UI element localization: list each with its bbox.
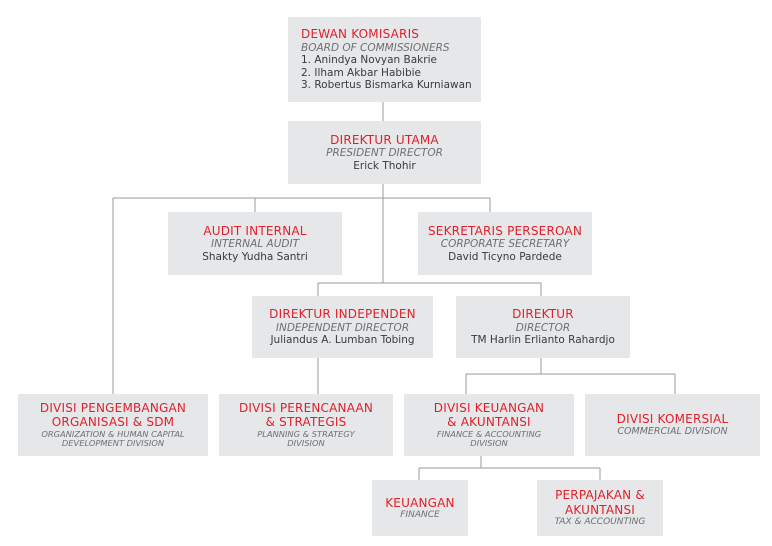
president-title: DIREKTUR UTAMA bbox=[330, 132, 439, 147]
board-subtitle: BOARD OF COMMISSIONERS bbox=[301, 41, 450, 54]
internal-audit-box: AUDIT INTERNAL INTERNAL AUDIT Shakty Yud… bbox=[168, 212, 342, 275]
independent-director-box: DIREKTUR INDEPENDEN INDEPENDENT DIRECTOR… bbox=[252, 296, 433, 358]
plan-division-subtitle-line: DIVISION bbox=[287, 438, 325, 449]
board-member: 1. Anindya Novyan Bakrie bbox=[301, 54, 437, 67]
plan-division-title-line: DIVISI PERENCANAAN bbox=[238, 401, 374, 416]
org-division-title-line: ORGANISASI & SDM bbox=[51, 415, 175, 430]
director-title: DIREKTUR bbox=[512, 307, 574, 322]
finance-subtitle: FINANCE bbox=[400, 510, 440, 521]
independent-name: Juliandus A. Lumban Tobing bbox=[270, 334, 415, 347]
plan-division-title-line: & STRATEGIS bbox=[265, 415, 347, 430]
tax-accounting-unit-box: PERPAJAKAN & AKUNTANSI TAX & ACCOUNTING bbox=[537, 480, 663, 536]
tax-subtitle: TAX & ACCOUNTING bbox=[554, 517, 646, 528]
president-director-box: DIREKTUR UTAMA PRESIDENT DIRECTOR Erick … bbox=[288, 121, 481, 184]
president-name: Erick Thohir bbox=[353, 159, 416, 172]
board-member: 3. Robertus Bismarka Kurniawan bbox=[301, 79, 472, 92]
org-hr-division-box: DIVISI PENGEMBANGAN ORGANISASI & SDM ORG… bbox=[18, 394, 208, 456]
board-title: DEWAN KOMISARIS bbox=[301, 27, 420, 42]
com-division-subtitle: COMMERCIAL DIVISION bbox=[617, 425, 728, 437]
secretary-subtitle: CORPORATE SECRETARY bbox=[440, 238, 570, 251]
tax-title-line: PERPAJAKAN & bbox=[555, 488, 645, 503]
director-name: TM Harlin Erlianto Rahardjo bbox=[471, 334, 615, 347]
tax-title-line: AKUNTANSI bbox=[564, 502, 636, 517]
audit-subtitle: INTERNAL AUDIT bbox=[211, 238, 299, 251]
finance-unit-box: KEUANGAN FINANCE bbox=[372, 480, 468, 536]
independent-title: DIREKTUR INDEPENDEN bbox=[269, 307, 416, 322]
plan-division-subtitle-line: PLANNING & STRATEGY bbox=[257, 428, 355, 439]
director-box: DIREKTUR DIRECTOR TM Harlin Erlianto Rah… bbox=[456, 296, 630, 358]
independent-subtitle: INDEPENDENT DIRECTOR bbox=[275, 321, 410, 334]
fin-division-subtitle-line: DIVISION bbox=[470, 438, 508, 449]
org-division-subtitle-line: DEVELOPMENT DIVISION bbox=[61, 438, 165, 449]
fin-division-title-line: & AKUNTANSI bbox=[447, 415, 531, 430]
board-of-commissioners-box: DEWAN KOMISARIS BOARD OF COMMISSIONERS 1… bbox=[288, 17, 481, 102]
com-division-title: DIVISI KOMERSIAL bbox=[616, 412, 729, 427]
director-subtitle: DIRECTOR bbox=[515, 321, 571, 334]
fin-division-title-line: DIVISI KEUANGAN bbox=[433, 401, 545, 416]
audit-title: AUDIT INTERNAL bbox=[203, 223, 307, 238]
corporate-secretary-box: SEKRETARIS PERSEROAN CORPORATE SECRETARY… bbox=[418, 212, 592, 275]
secretary-title: SEKRETARIS PERSEROAN bbox=[427, 223, 583, 238]
board-member: 2. Ilham Akbar Habibie bbox=[301, 66, 421, 79]
secretary-name: David Ticyno Pardede bbox=[448, 250, 562, 263]
fin-division-subtitle-line: FINANCE & ACCOUNTING bbox=[436, 428, 542, 439]
finance-title: KEUANGAN bbox=[385, 495, 455, 510]
board-members: 1. Anindya Novyan Bakrie 2. Ilham Akbar … bbox=[301, 54, 472, 92]
audit-name: Shakty Yudha Santri bbox=[202, 250, 308, 263]
planning-strategy-division-box: DIVISI PERENCANAAN & STRATEGIS PLANNING … bbox=[219, 394, 393, 456]
commercial-division-box: DIVISI KOMERSIAL COMMERCIAL DIVISION bbox=[585, 394, 760, 456]
org-division-title-line: DIVISI PENGEMBANGAN bbox=[39, 401, 187, 416]
org-division-subtitle-line: ORGANIZATION & HUMAN CAPITAL bbox=[41, 428, 185, 439]
finance-accounting-division-box: DIVISI KEUANGAN & AKUNTANSI FINANCE & AC… bbox=[404, 394, 574, 456]
president-subtitle: PRESIDENT DIRECTOR bbox=[326, 147, 443, 160]
